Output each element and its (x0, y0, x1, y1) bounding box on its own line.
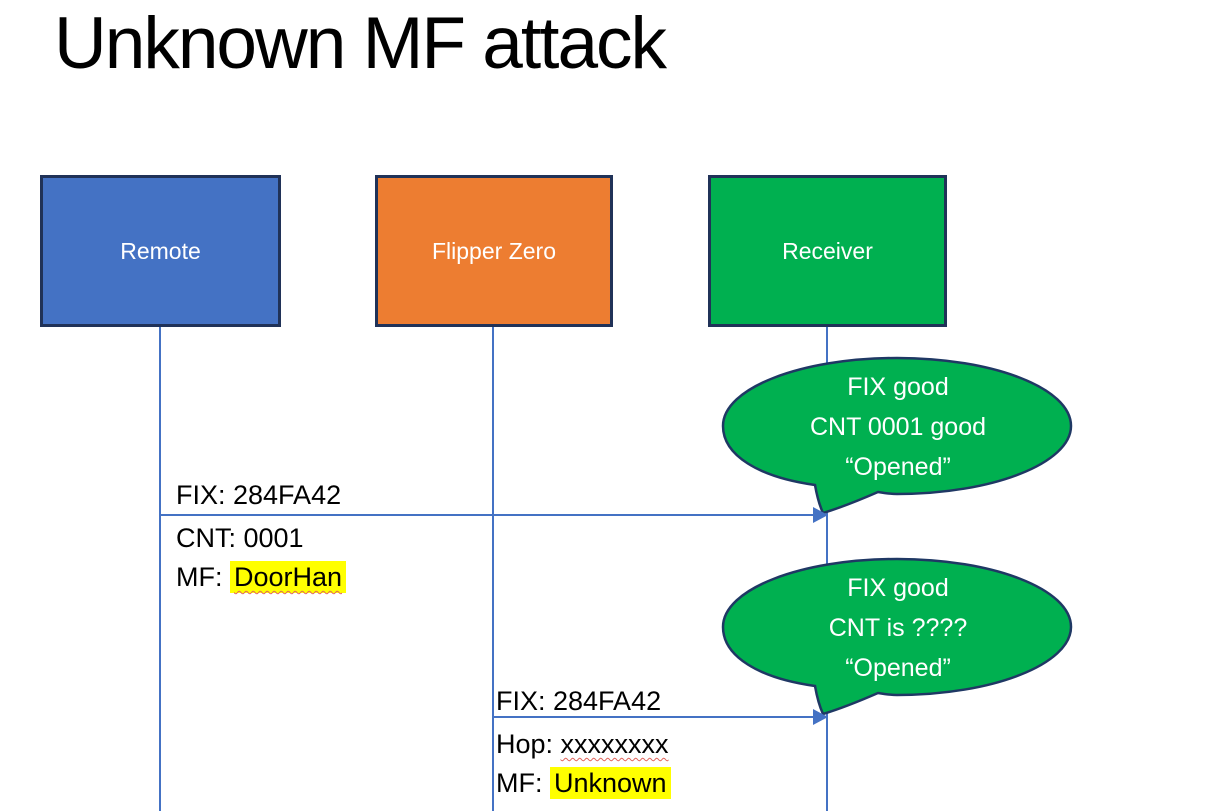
message-2-line3: MF: Unknown (496, 764, 671, 803)
bubble-1-line3: “Opened” (845, 453, 951, 481)
bubble-2-line3: “Opened” (845, 654, 951, 682)
slide-title: Unknown MF attack (54, 3, 667, 84)
message-arrow-2-head (813, 709, 828, 725)
bubble-1-line2: CNT 0001 good (809, 413, 987, 441)
bubble-2-line1: FIX good (847, 574, 949, 602)
lifeline-remote (159, 327, 161, 811)
speech-bubble-1-text: FIX good CNT 0001 good “Opened” (722, 367, 1074, 487)
message-1-line3-value-highlighted: DoorHan (230, 561, 347, 593)
message-1-line2: CNT: 0001 (176, 523, 304, 553)
bubble-2-line2: CNT is ???? (828, 614, 968, 642)
message-1-line3: MF: DoorHan (176, 558, 347, 597)
message-1-line3-prefix: MF: (176, 562, 230, 592)
actor-label-flipper-zero: Flipper Zero (432, 237, 556, 264)
actor-label-remote: Remote (120, 237, 201, 264)
actor-box-remote: Remote (40, 175, 281, 327)
actor-box-receiver: Receiver (708, 175, 947, 327)
actor-box-flipper-zero: Flipper Zero (375, 175, 613, 327)
bubble-1-line1: FIX good (847, 373, 949, 401)
message-arrow-2-line (493, 716, 815, 718)
message-2-labels-below: Hop: xxxxxxxx MF: Unknown (496, 725, 671, 803)
message-2-line2: Hop: xxxxxxxx (496, 725, 671, 764)
message-2-line2-value-squiggled: xxxxxxxx (560, 729, 669, 759)
message-2-line2-prefix: Hop: (496, 729, 561, 759)
message-1-label-above: FIX: 284FA42 (176, 480, 342, 510)
message-2-line3-prefix: MF: (496, 768, 550, 798)
message-2-line3-value-highlighted: Unknown (550, 767, 671, 799)
message-arrow-1-head (813, 507, 828, 523)
message-arrow-1-line (160, 514, 815, 516)
message-2-label-above: FIX: 284FA42 (496, 686, 662, 716)
speech-bubble-2-text: FIX good CNT is ???? “Opened” (722, 568, 1074, 688)
actor-label-receiver: Receiver (782, 237, 873, 264)
lifeline-flipper-zero (492, 327, 494, 811)
message-1-labels-below: CNT: 0001 MF: DoorHan (176, 519, 347, 597)
